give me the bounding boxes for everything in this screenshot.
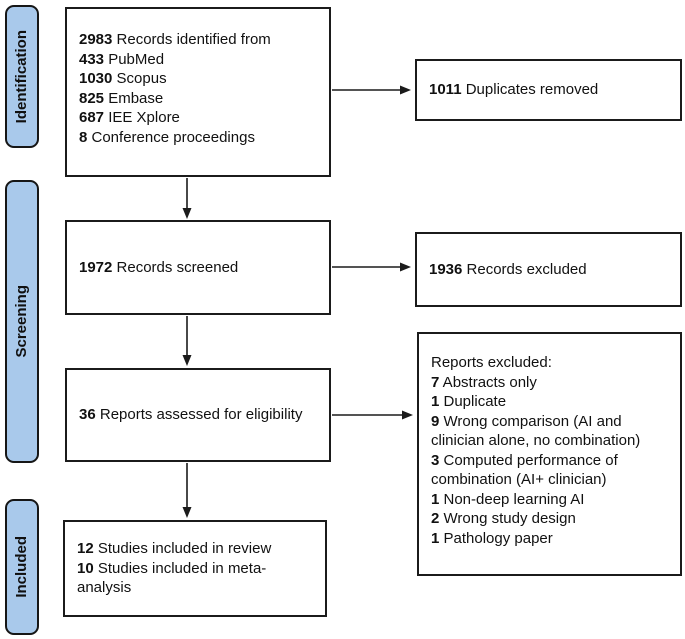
studies-included-meta-analysis: 10 Studies included in meta-analysis [77, 559, 267, 597]
reports-assessed-text: 36 Reports assessed for eligibility [79, 406, 303, 424]
records-source-embase: 825 Embase [79, 89, 164, 107]
exclusion-reason-abstracts: 7 Abstracts only [431, 373, 537, 391]
stage-tab-included: Included [5, 499, 39, 635]
stage-label-screening: Screening [13, 285, 31, 358]
exclusion-reason-wrong-comparison: 9 Wrong comparison (AI and clinician alo… [431, 412, 641, 450]
exclusion-reason-wrong-design: 2 Wrong study design [431, 510, 576, 527]
duplicates-removed-text: 1011 Duplicates removed [429, 81, 599, 99]
reports-excluded-title: Reports excluded: [431, 354, 552, 371]
box-records-excluded: 1936 Records excluded [415, 232, 682, 307]
records-excluded-text: 1936 Records excluded [429, 260, 587, 278]
records-source-pubmed: 433 PubMed [79, 50, 165, 68]
box-reports-excluded: Reports excluded: 7 Abstracts only 1 Dup… [417, 332, 682, 576]
box-duplicates-removed: 1011 Duplicates removed [415, 59, 682, 121]
records-source-ieee-xplore: 687 IEE Xplore [79, 109, 180, 126]
exclusion-reason-computed-performance: 3 Computed performance of combination (A… [431, 451, 618, 489]
records-source-conference: 8 Conference proceedings [79, 128, 255, 146]
box-studies-included: 12 Studies included in review 10 Studies… [63, 520, 327, 617]
stage-label-identification: Identification [13, 29, 31, 124]
stage-tab-screening: Screening [5, 180, 39, 463]
records-identified-total: 2983 Records identified from [79, 31, 271, 48]
box-records-identified: 2983 Records identified from 433 PubMed … [65, 7, 331, 177]
records-source-scopus: 1030 Scopus [79, 70, 167, 87]
box-reports-assessed: 36 Reports assessed for eligibility [65, 368, 331, 462]
records-screened-text: 1972 Records screened [79, 258, 239, 276]
stage-label-included: Included [13, 536, 31, 598]
exclusion-reason-duplicate: 1 Duplicate [431, 393, 507, 410]
box-records-screened: 1972 Records screened [65, 220, 331, 315]
studies-included-review: 12 Studies included in review [77, 540, 272, 557]
exclusion-reason-pathology: 1 Pathology paper [431, 529, 553, 547]
stage-tab-identification: Identification [5, 5, 39, 148]
exclusion-reason-non-deep-learning: 1 Non-deep learning AI [431, 490, 585, 508]
